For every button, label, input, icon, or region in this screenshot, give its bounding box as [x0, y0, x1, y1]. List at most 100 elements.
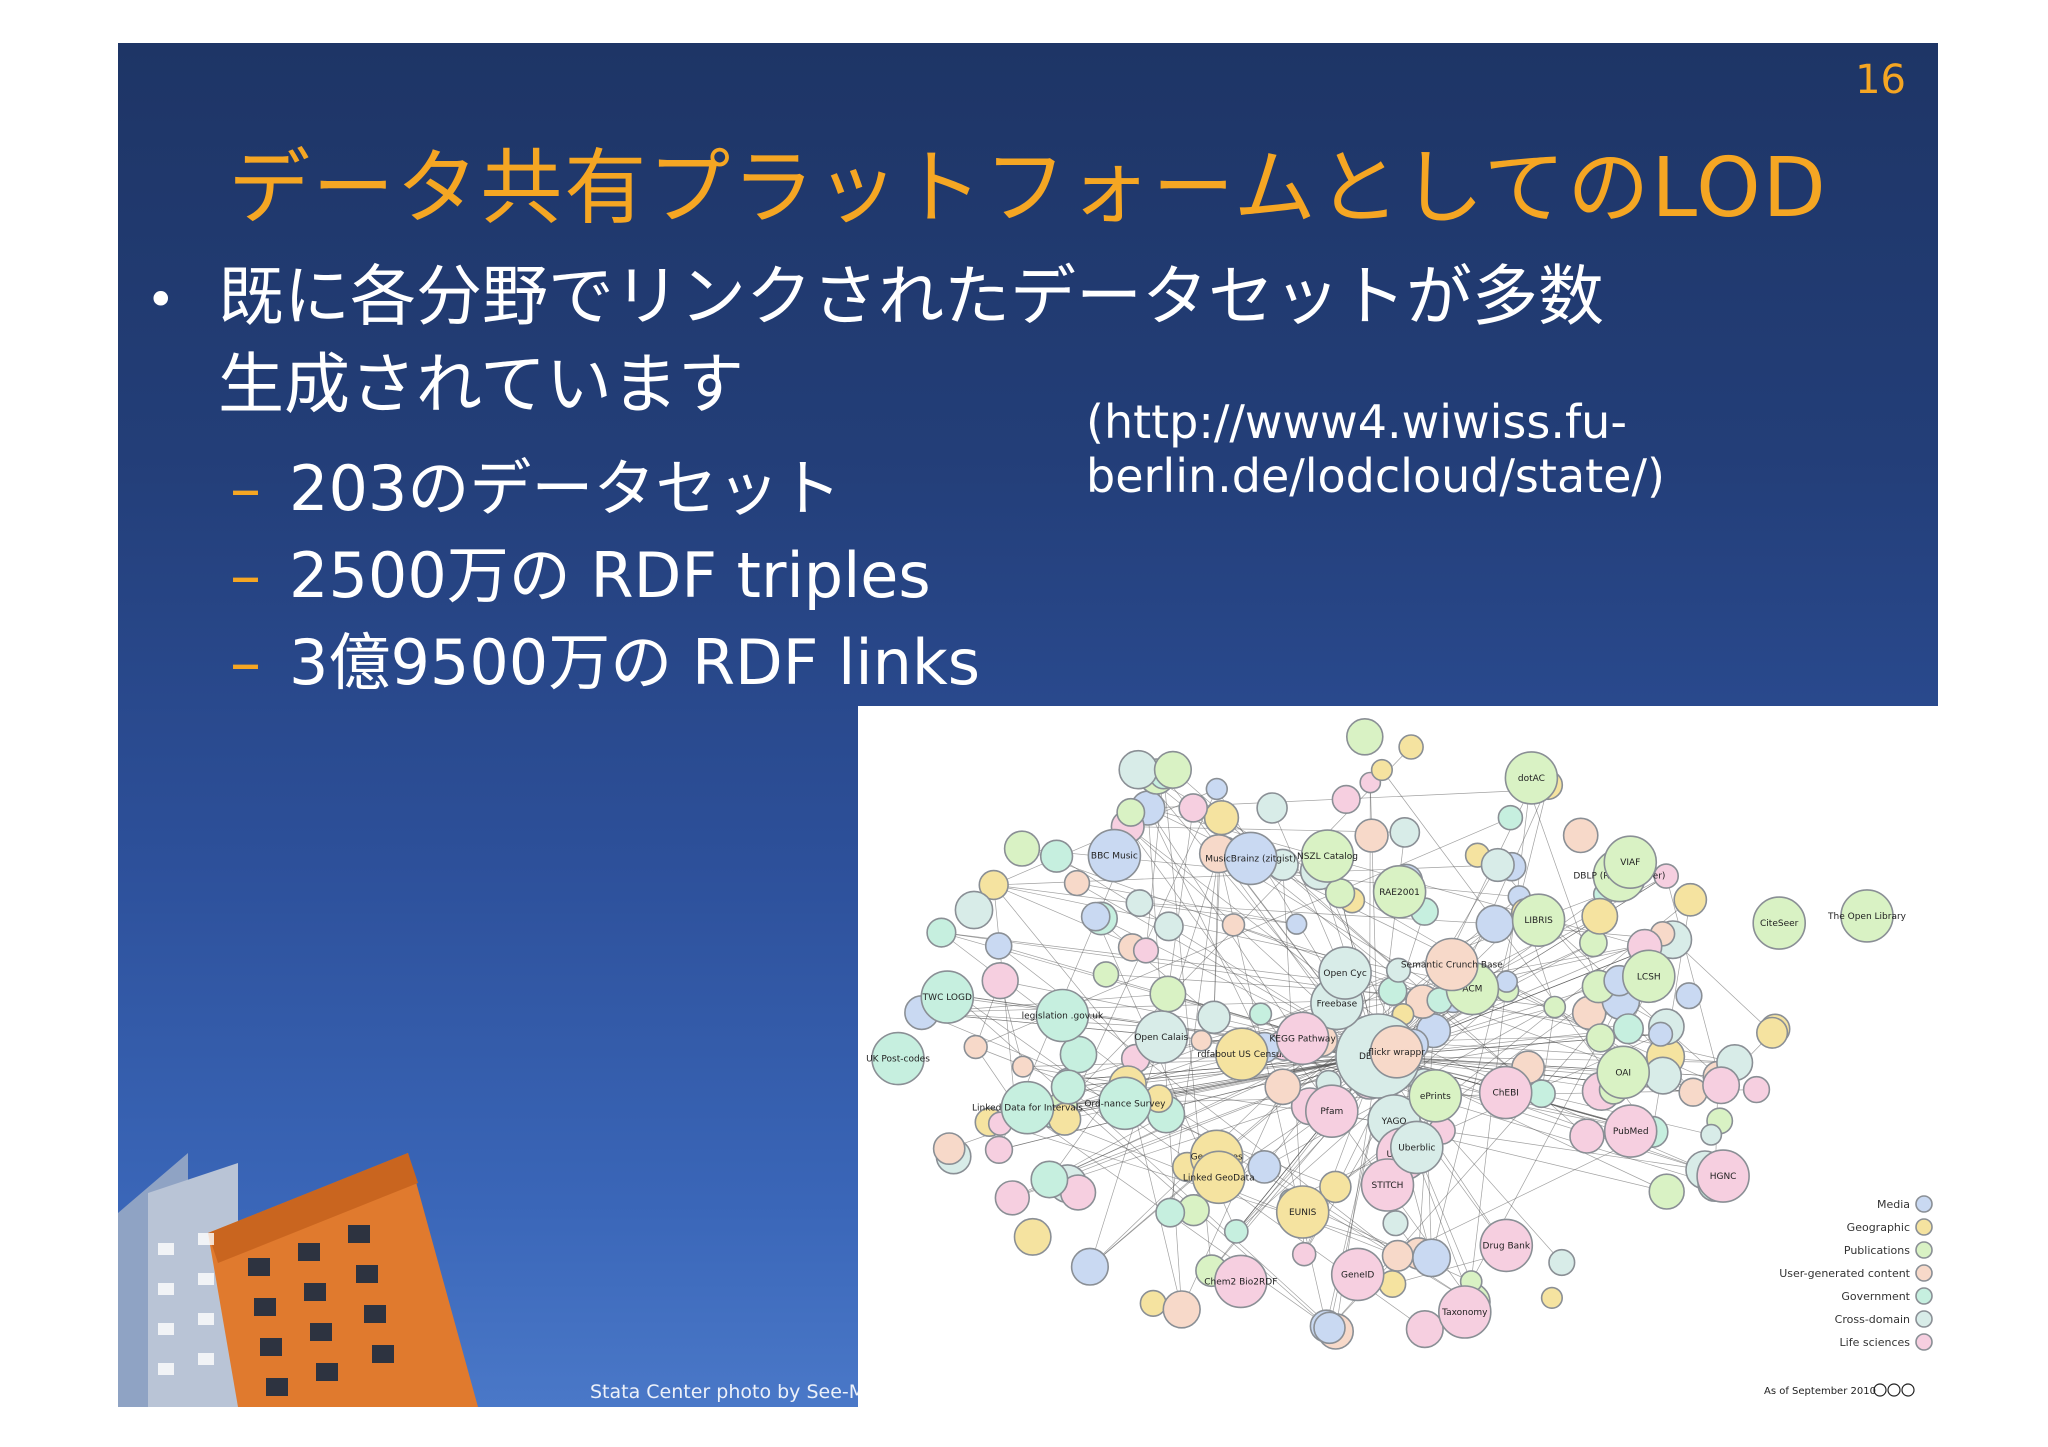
dataset-node — [1480, 847, 1515, 883]
slide-title: データ共有プラットフォームとしてのLOD — [228, 141, 1828, 236]
dataset-node-citeseer: CiteSeer — [1752, 896, 1807, 950]
legend-swatch — [1915, 1241, 1933, 1259]
legend-label: Media — [1877, 1198, 1910, 1211]
link-edge — [1139, 902, 1495, 925]
dataset-node — [984, 1135, 1014, 1164]
dataset-node-kegg-pathway: KEGG Pathway — [1269, 1011, 1336, 1066]
dataset-node — [1412, 1238, 1452, 1278]
dataset-node-label: rdfabout US Census — [1197, 1050, 1286, 1060]
lod-legend: MediaGeographicPublicationsUser-generate… — [1779, 1195, 1933, 1351]
dataset-node-label: BBC Music — [1091, 852, 1138, 862]
dataset-node-musicbrainz-zitgist-: MusicBrainz (zitgist) — [1205, 831, 1296, 886]
sub-item-datasets: –203のデータセット — [230, 438, 841, 528]
dataset-node — [1247, 1149, 1282, 1184]
dataset-node — [1155, 1197, 1186, 1228]
legend-label: Publications — [1844, 1244, 1910, 1257]
dataset-node-stitch: STITCH — [1360, 1158, 1415, 1212]
as-of-label: As of September 2010 — [1764, 1386, 1876, 1397]
dataset-node — [1675, 982, 1703, 1010]
dataset-node-chem2-bio2rdf: Chem2 Bio2RDF — [1204, 1254, 1277, 1309]
dataset-node — [926, 917, 957, 948]
dataset-node — [1221, 913, 1246, 937]
photo-credit: Stata Center photo by See-Ming — [590, 1381, 895, 1403]
legend-swatch — [1915, 1287, 1933, 1305]
dataset-node-open-calais: Open Calais — [1134, 1010, 1189, 1064]
dataset-node-open-cyc: Open Cyc — [1318, 946, 1372, 1000]
dataset-node — [984, 932, 1013, 960]
dataset-node — [1389, 817, 1421, 848]
dataset-node-linked-geodata: Linked GeoData — [1183, 1150, 1255, 1205]
dataset-node — [981, 962, 1019, 1000]
dataset-node-bbc-music: BBC Music — [1087, 828, 1142, 883]
dataset-node — [1405, 1309, 1444, 1349]
dataset-node-uberblic: Uberblic — [1389, 1120, 1444, 1175]
link-edge — [921, 997, 1454, 1013]
link-edge — [993, 884, 1136, 1059]
dataset-node-label: HGNC — [1710, 1172, 1737, 1182]
dataset-node — [978, 869, 1009, 901]
legend-swatch — [1915, 1218, 1933, 1236]
sub-item-links: –3億9500万の RDF links — [230, 612, 980, 702]
legend-swatch — [1915, 1195, 1933, 1213]
dataset-node — [1116, 797, 1146, 827]
dataset-node-oai: OAI — [1596, 1045, 1651, 1100]
legend-label: User-generated content — [1779, 1267, 1910, 1280]
dataset-node — [1223, 1219, 1249, 1244]
dataset-node-label: dotAC — [1518, 774, 1545, 784]
dataset-node — [1178, 793, 1209, 823]
dataset-node — [1092, 961, 1120, 988]
dataset-node — [1700, 1123, 1723, 1146]
link-edge — [941, 932, 1629, 1030]
dataset-node — [1125, 889, 1154, 918]
dataset-node-viaf: VIAF — [1603, 835, 1658, 889]
legend-swatch — [1915, 1333, 1933, 1351]
dataset-node — [1581, 897, 1619, 935]
dataset-node-semantic-crunch-base: Semantic Crunch Base — [1401, 937, 1503, 992]
lod-cloud-svg: DBpediaGeo NamesFreebaseYAGOUniProtBBC M… — [866, 717, 1933, 1397]
dataset-node — [1003, 830, 1041, 867]
dataset-node — [1702, 1066, 1741, 1105]
dataset-node-label: CiteSeer — [1760, 919, 1799, 929]
sub-item-text: 2500万の RDF triples — [289, 539, 931, 612]
dataset-node-twc-logd: TWC LOGD — [920, 970, 975, 1024]
dataset-node-drug-bank: Drug Bank — [1479, 1218, 1534, 1273]
dataset-node-label: Open Calais — [1134, 1033, 1188, 1043]
dataset-node-label: Pfam — [1320, 1107, 1343, 1117]
dataset-node-label: LCSH — [1637, 972, 1661, 982]
dataset-node-hgnc: HGNC — [1696, 1149, 1750, 1203]
dataset-node-label: Semantic Crunch Base — [1401, 961, 1503, 971]
dataset-node — [1285, 913, 1308, 935]
dataset-node — [1569, 1118, 1605, 1154]
legend-swatch — [1915, 1310, 1933, 1328]
dataset-node-label: GeneID — [1341, 1270, 1374, 1280]
dataset-node — [1256, 792, 1288, 824]
dataset-node — [1540, 1286, 1564, 1310]
source-url[interactable]: (http://www4.wiwiss.fu- berlin.de/lodclo… — [1086, 395, 1665, 503]
dataset-node — [1647, 1021, 1674, 1047]
dataset-node — [1324, 878, 1356, 909]
sub-item-text: 203のデータセット — [289, 452, 842, 525]
building-photo — [118, 1153, 478, 1407]
link-edge — [1541, 1007, 1556, 1094]
dataset-node — [1070, 1247, 1109, 1286]
dataset-node-label: Linked GeoData — [1183, 1173, 1255, 1183]
dataset-node — [1149, 975, 1187, 1013]
dataset-node-label: ChEBI — [1492, 1089, 1519, 1099]
link-edge — [1095, 916, 1215, 1018]
dataset-node — [1331, 784, 1361, 814]
link-edge — [1672, 939, 1773, 1034]
dataset-node-label: The Open Library — [1827, 912, 1907, 922]
dataset-node — [1354, 818, 1389, 853]
dataset-node — [1030, 1160, 1069, 1199]
dataset-node — [1345, 717, 1384, 756]
dataset-node-label: Ord-nance Survey — [1084, 1099, 1166, 1109]
dataset-node — [1153, 911, 1184, 942]
dataset-node-label: legislation .gov.uk — [1022, 1012, 1104, 1022]
dataset-node — [1653, 863, 1680, 889]
dataset-node — [1313, 1311, 1346, 1345]
source-url-line-2: berlin.de/lodcloud/state/) — [1086, 449, 1665, 503]
dataset-node-label: Drug Bank — [1483, 1241, 1531, 1251]
dataset-node-label: KEGG Pathway — [1269, 1034, 1336, 1044]
dataset-node-label: LIBRIS — [1524, 916, 1553, 926]
dataset-node — [1050, 1069, 1086, 1105]
